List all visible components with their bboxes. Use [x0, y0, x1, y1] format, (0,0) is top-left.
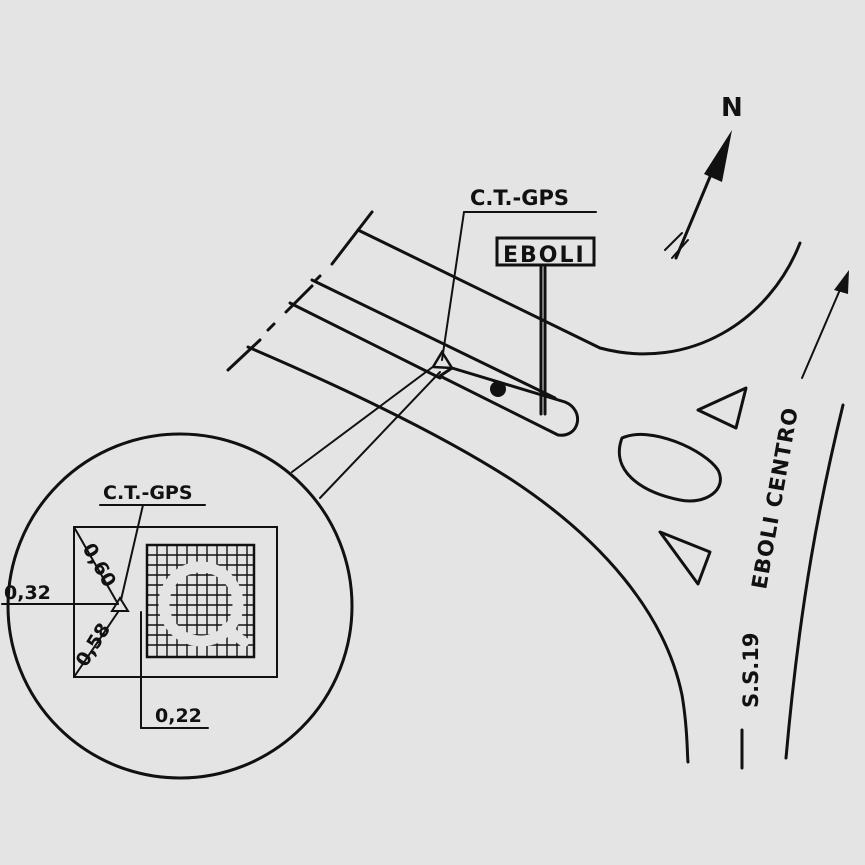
- north-label: N: [721, 93, 743, 123]
- dimension-diagonal: 0,58: [72, 619, 116, 670]
- right-road: EBOLI CENTRO S.S.19: [739, 270, 849, 770]
- road-island: [438, 366, 580, 437]
- dimension-bottom: 0,22: [155, 705, 202, 727]
- upper-road: [226, 210, 802, 764]
- station-label: C.T.-GPS: [470, 186, 569, 210]
- road-name-label: S.S.19: [739, 633, 763, 708]
- town-sign-text: EBOLI: [503, 243, 586, 268]
- detail-inset: C.T.-GPS 0,32 0,60 0,58 0,22: [1, 432, 354, 780]
- junction-islands: [617, 386, 748, 586]
- manhole-frame: [73, 526, 278, 678]
- detail-station-label: C.T.-GPS: [103, 482, 193, 504]
- station-marker: C.T.-GPS: [291, 186, 597, 499]
- north-arrow: N: [664, 93, 743, 260]
- dimension-top: 0,60: [78, 540, 120, 592]
- island-dot: [490, 381, 506, 397]
- dimension-left: 0,32: [4, 582, 51, 604]
- town-sign: EBOLI: [495, 236, 596, 416]
- road-direction-label: EBOLI CENTRO: [747, 405, 803, 591]
